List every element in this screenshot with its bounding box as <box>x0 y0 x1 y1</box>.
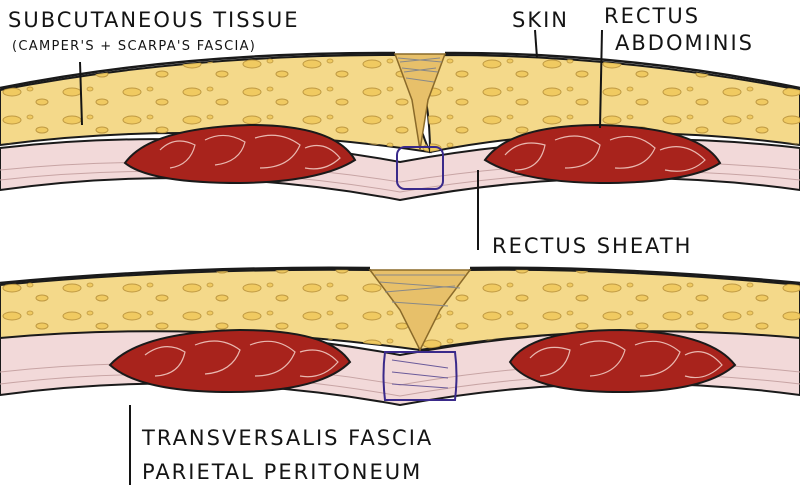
sheath-suture-ring-top <box>396 146 444 190</box>
muscle-fibers-bottom <box>144 340 723 379</box>
rectus-abdominis-top-left <box>123 123 357 185</box>
leader-lines <box>79 29 603 485</box>
label-parietal-peritoneum: PARIETAL PERITONEUM <box>142 460 423 484</box>
top-panel <box>0 51 800 202</box>
skin-line-top <box>0 51 800 90</box>
leader-skin <box>534 29 538 59</box>
label-campers-scarpas-fascia: (CAMPER'S + SCARPA'S FASCIA) <box>12 39 257 54</box>
label-abdominis: ABDOMINIS <box>615 31 755 55</box>
rectus-abdominis-top-right <box>483 123 722 185</box>
rectus-abdominis-bottom-left <box>108 328 352 394</box>
label-subcutaneous-tissue: SUBCUTANEOUS TISSUE <box>8 8 300 32</box>
leader-rectus-abdominis <box>599 29 603 129</box>
skin-line-bottom <box>0 266 800 285</box>
sheath-sutures-bottom <box>391 359 449 389</box>
skin-sutures-bottom <box>375 274 465 307</box>
label-rectus: RECTUS <box>604 4 701 28</box>
sheath-suture-ring-bottom <box>382 351 458 401</box>
skin-sutures-top <box>397 57 443 83</box>
incision-bottom <box>368 269 472 352</box>
rectus-abdominis-bottom-right <box>508 328 737 394</box>
label-skin: SKIN <box>512 8 570 32</box>
label-transversalis-fascia: TRANSVERSALIS FASCIA <box>142 426 434 450</box>
bottom-panel <box>0 266 800 407</box>
leader-subcutaneous <box>79 61 83 126</box>
label-rectus-sheath: RECTUS SHEATH <box>492 234 693 258</box>
muscle-fibers-top <box>159 134 706 172</box>
